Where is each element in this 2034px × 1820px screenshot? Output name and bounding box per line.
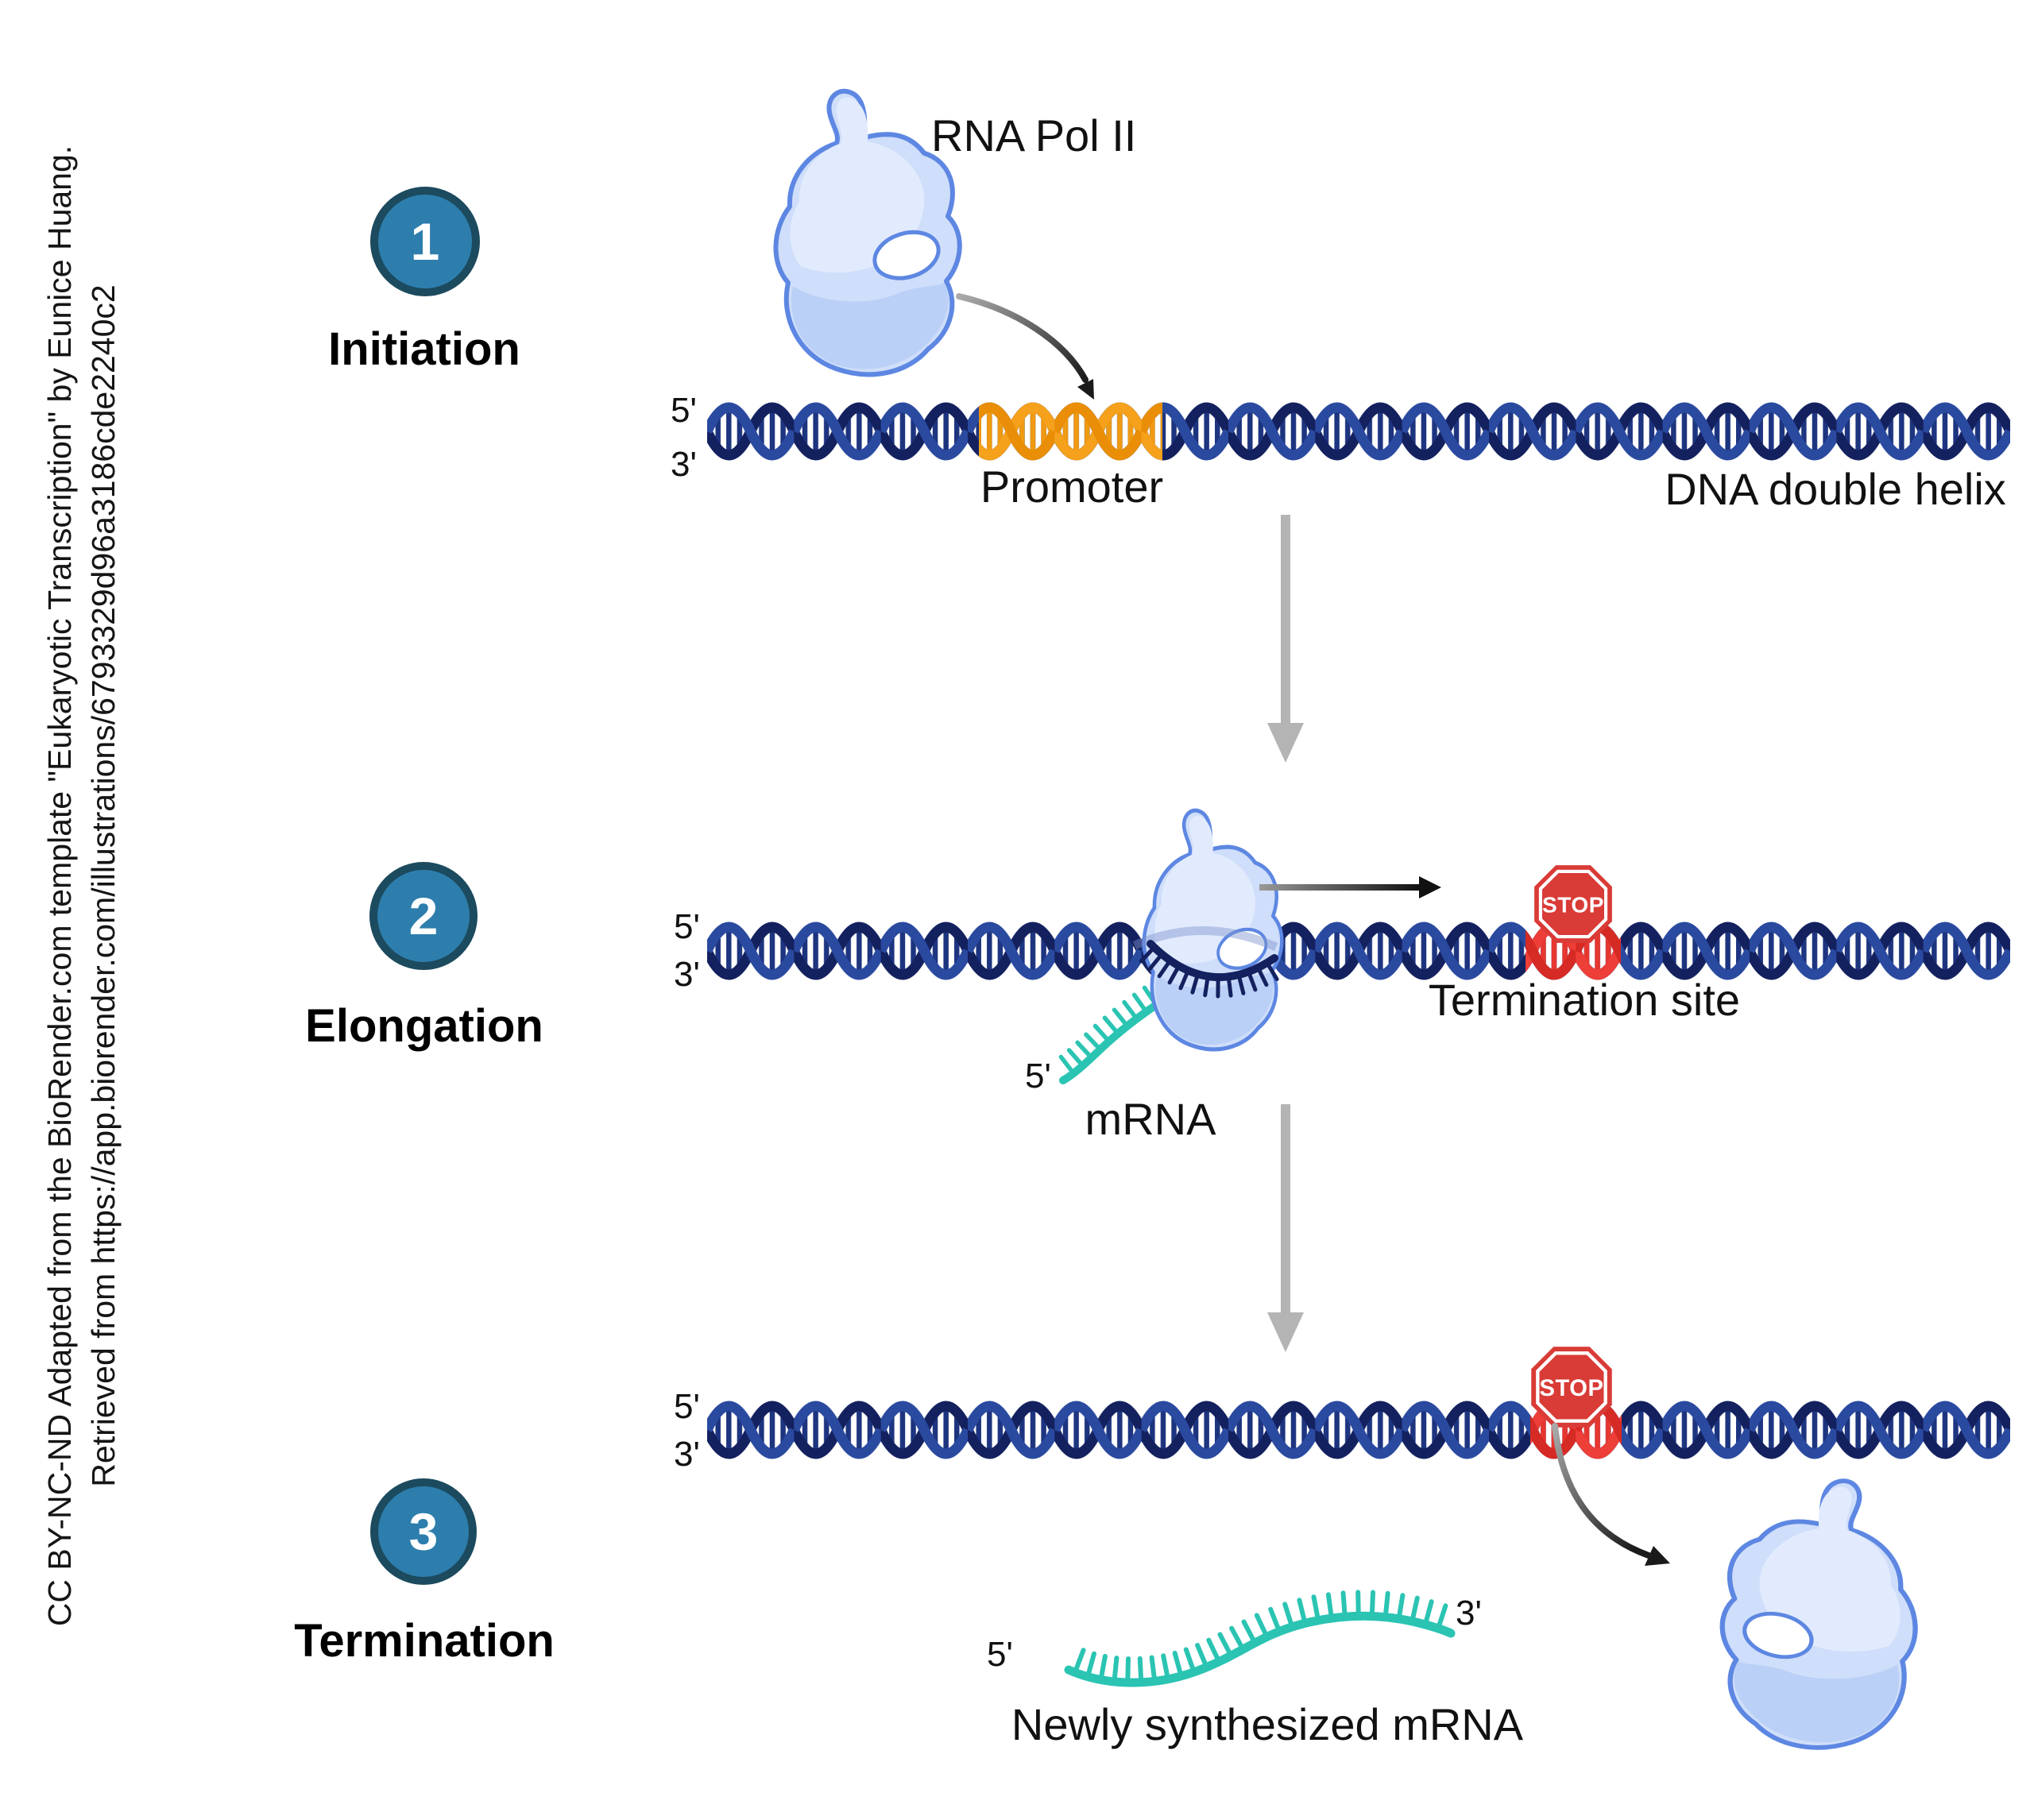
rna-polymerase-released-icon	[1700, 1470, 1939, 1764]
stop-sign-termination-text: STOP	[1539, 1376, 1603, 1401]
row1-five-prime-label: 5'	[671, 391, 697, 430]
stop-sign-termination-icon: STOP	[1529, 1344, 1614, 1430]
row1-three-prime-label: 3'	[671, 445, 697, 484]
row2-three-prime-label: 3'	[674, 955, 700, 994]
elongation-direction-arrow-icon	[1259, 876, 1441, 898]
attribution-line-2: Retrieved from https://app.biorender.com…	[85, 284, 122, 1487]
dna-helix-row-1	[707, 393, 2010, 469]
promoter-label: Promoter	[980, 462, 1164, 512]
step-badge-2: 2	[369, 862, 478, 970]
row2-five-prime-label: 5'	[674, 907, 700, 946]
elongation-mrna-label: mRNA	[1085, 1094, 1216, 1144]
stop-sign-elongation-text: STOP	[1542, 892, 1604, 917]
step-number-1: 1	[410, 212, 440, 271]
attribution-line-1: CC BY-NC-ND Adapted from the BioRender.c…	[41, 145, 78, 1627]
release-arrow-icon	[1552, 1423, 1670, 1566]
step-label-elongation: Elongation	[305, 1000, 543, 1052]
rna-pol-ii-label: RNA Pol II	[931, 110, 1137, 160]
transcription-bubble	[1132, 926, 1279, 999]
row3-three-prime-label: 3'	[674, 1435, 700, 1474]
newly-synthesized-mrna-label: Newly synthesized mRNA	[1011, 1699, 1524, 1749]
termination-site-label: Termination site	[1428, 975, 1741, 1025]
released-mrna-five-prime-label: 5'	[987, 1635, 1013, 1674]
step-badge-3: 3	[370, 1478, 477, 1585]
released-mrna-three-prime-label: 3'	[1456, 1594, 1482, 1633]
released-mrna-strand	[1064, 1590, 1456, 1687]
flow-arrow-1-icon	[1267, 515, 1304, 763]
step-number-3: 3	[408, 1502, 439, 1561]
step-label-termination: Termination	[294, 1615, 555, 1667]
attribution: CC BY-NC-ND Adapted from the BioRender.c…	[38, 87, 127, 1684]
flow-arrow-2-icon	[1267, 1104, 1304, 1352]
elongation-mrna-five-prime-label: 5'	[1025, 1057, 1051, 1095]
dna-helix-row-2	[707, 913, 2010, 989]
stop-sign-elongation-icon: STOP	[1532, 863, 1614, 945]
dna-helix-row-3	[707, 1392, 2010, 1468]
dna-double-helix-label: DNA double helix	[1665, 464, 2006, 514]
step-number-2: 2	[408, 887, 439, 945]
row3-five-prime-label: 5'	[674, 1387, 700, 1426]
step-badge-1: 1	[370, 187, 480, 296]
step-label-initiation: Initiation	[328, 323, 520, 375]
binding-arrow-icon	[956, 293, 1094, 400]
